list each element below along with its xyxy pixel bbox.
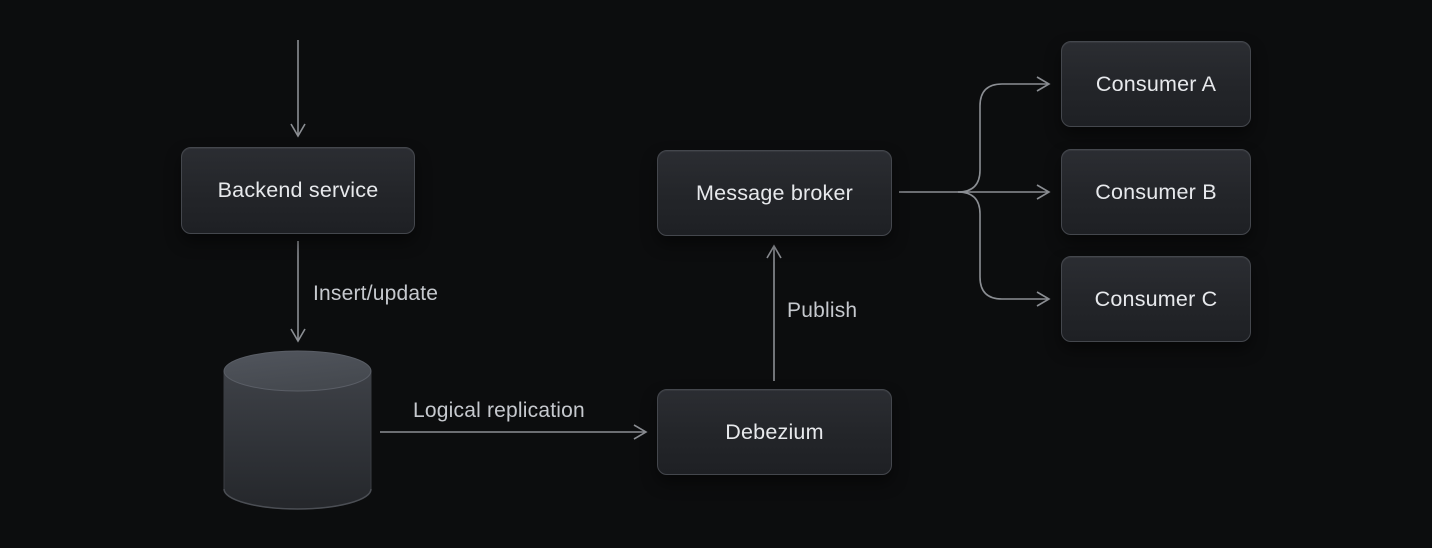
edge-broker-to-consumer-c <box>957 191 1051 307</box>
node-backend-service: Backend service <box>181 147 415 234</box>
node-consumer-c-label: Consumer C <box>1094 286 1218 311</box>
node-message-broker: Message broker <box>657 150 892 236</box>
node-consumer-c: Consumer C <box>1061 256 1251 342</box>
node-consumer-b-label: Consumer B <box>1095 179 1217 204</box>
node-backend-service-label: Backend service <box>217 178 379 202</box>
node-debezium: Debezium <box>657 389 892 475</box>
edge-label-insert-update: Insert/update <box>313 282 439 305</box>
node-consumer-b: Consumer B <box>1061 149 1251 235</box>
node-consumer-a: Consumer A <box>1061 41 1251 127</box>
edge-label-logical-replication: Logical replication <box>413 399 585 422</box>
node-consumer-a-label: Consumer A <box>1095 71 1217 96</box>
edge-label-publish: Publish <box>787 299 858 322</box>
node-message-broker-label: Message broker <box>696 180 853 205</box>
edge-broker-to-consumer-a <box>957 76 1051 193</box>
node-debezium-label: Debezium <box>725 419 824 444</box>
database-icon <box>223 350 372 510</box>
